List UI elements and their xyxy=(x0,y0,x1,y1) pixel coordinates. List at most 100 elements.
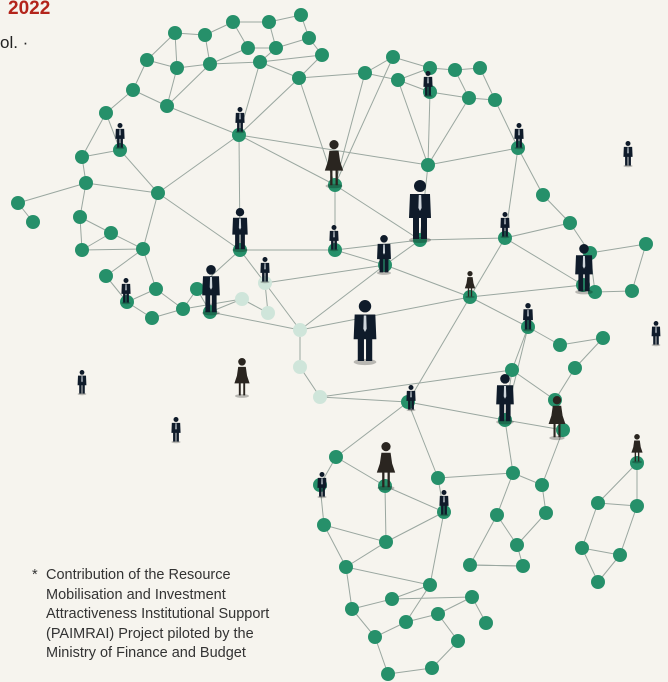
network-node xyxy=(75,150,89,164)
network-edge xyxy=(469,296,529,328)
network-node xyxy=(575,541,589,555)
network-node xyxy=(473,61,487,75)
person-icon xyxy=(329,225,339,252)
network-node xyxy=(536,188,550,202)
network-edge xyxy=(345,566,353,610)
footnote-line: Attractiveness Institutional Support xyxy=(46,606,270,622)
network-node xyxy=(329,450,343,464)
network-edge xyxy=(334,249,386,266)
network-edge xyxy=(511,369,556,401)
network-edge xyxy=(405,584,431,623)
network-node xyxy=(505,363,519,377)
network-edge xyxy=(511,326,529,371)
network-node xyxy=(431,471,445,485)
network-edge xyxy=(427,97,470,166)
network-node xyxy=(462,91,476,105)
network-node xyxy=(553,338,567,352)
network-node xyxy=(639,237,653,251)
network-node xyxy=(448,63,462,77)
year-heading: 2022 xyxy=(8,0,51,19)
network-node xyxy=(425,661,439,675)
network-node xyxy=(535,478,549,492)
network-node xyxy=(498,231,512,245)
network-node xyxy=(596,331,610,345)
person-icon xyxy=(377,235,391,275)
network-node xyxy=(261,306,275,320)
network-edge xyxy=(166,63,211,107)
network-edge xyxy=(264,264,386,284)
network-node xyxy=(421,158,435,172)
network-edge xyxy=(345,541,387,568)
person-icon xyxy=(406,385,416,412)
network-edge xyxy=(345,566,431,586)
person-icon xyxy=(77,370,87,396)
network-node xyxy=(145,311,159,325)
network-edge xyxy=(427,91,431,166)
network-edge xyxy=(81,112,107,158)
network-edge xyxy=(319,396,409,403)
network-node xyxy=(104,226,118,240)
network-node xyxy=(253,55,267,69)
network-node xyxy=(293,360,307,374)
people-figures xyxy=(77,71,661,517)
network-edge xyxy=(384,239,421,266)
network-node xyxy=(386,50,400,64)
network-edge xyxy=(619,505,638,556)
network-edge xyxy=(516,512,547,546)
network-edge xyxy=(119,149,159,194)
network-edge xyxy=(157,192,241,251)
network-node xyxy=(262,15,276,29)
network-edge xyxy=(209,311,301,331)
network-node xyxy=(26,215,40,229)
network-edge xyxy=(334,239,421,251)
network-node xyxy=(630,456,644,470)
network-edge xyxy=(384,264,471,298)
footnote-marker: * xyxy=(32,567,38,583)
person-icon xyxy=(423,71,433,98)
network-node xyxy=(588,285,602,299)
network-edge xyxy=(299,296,471,331)
network-node xyxy=(479,616,493,630)
person-icon xyxy=(439,490,449,517)
person-icon xyxy=(575,244,593,295)
network-node xyxy=(258,276,272,290)
network-node xyxy=(463,558,477,572)
network-edge xyxy=(541,429,564,486)
network-edge xyxy=(407,401,506,421)
network-node xyxy=(140,53,154,67)
network-node xyxy=(630,499,644,513)
network-node xyxy=(241,41,255,55)
network-node xyxy=(226,15,240,29)
network-edge xyxy=(105,248,144,277)
network-node xyxy=(170,61,184,75)
woman-icon xyxy=(464,271,476,299)
network-edge xyxy=(319,369,513,398)
network-edge xyxy=(17,182,87,204)
network-node xyxy=(463,290,477,304)
network-edge xyxy=(469,237,506,298)
network-edge xyxy=(238,77,300,136)
network-node xyxy=(465,590,479,604)
network-node xyxy=(391,73,405,87)
footnote: * Contribution of the Resource Mobilisat… xyxy=(32,566,332,664)
person-icon xyxy=(235,107,245,134)
network-edge xyxy=(419,237,506,241)
network-edge xyxy=(323,524,347,568)
network-node xyxy=(521,320,535,334)
network-edge xyxy=(157,134,240,194)
network-node xyxy=(293,323,307,337)
network-edge xyxy=(209,61,261,65)
network-edge xyxy=(81,248,144,251)
network-node xyxy=(99,106,113,120)
person-icon xyxy=(121,278,131,305)
network-node xyxy=(317,518,331,532)
network-edge xyxy=(494,99,519,149)
network-node xyxy=(99,269,113,283)
person-icon xyxy=(409,180,431,243)
network-node xyxy=(379,535,393,549)
network-node xyxy=(203,57,217,71)
network-node xyxy=(73,210,87,224)
network-edge xyxy=(559,337,604,346)
network-node xyxy=(488,93,502,107)
network-node xyxy=(75,243,89,257)
